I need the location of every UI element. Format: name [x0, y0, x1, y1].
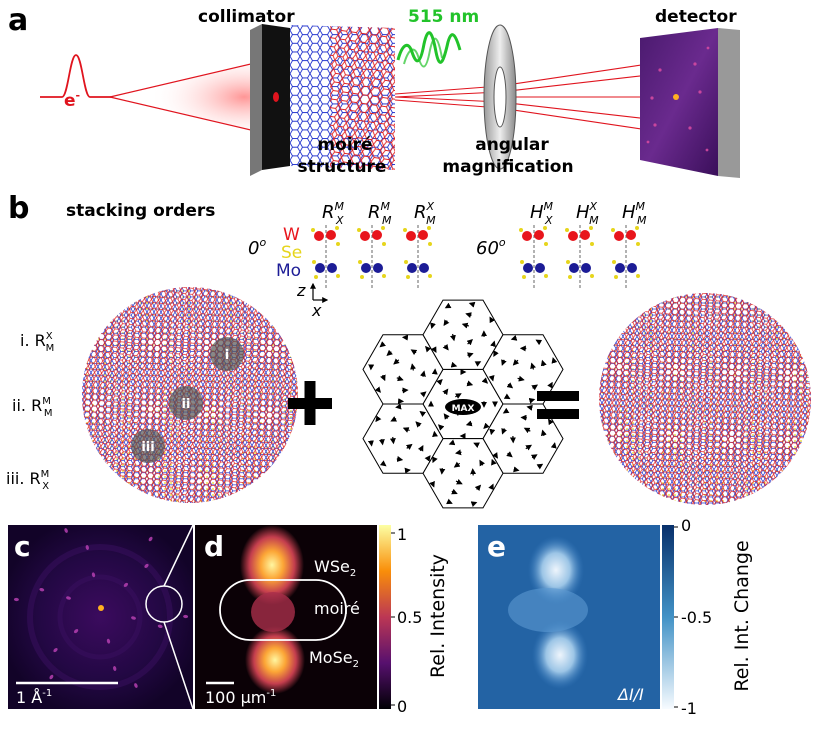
delta-label: ΔI/I [616, 685, 644, 704]
moire-label-2: structure [298, 157, 387, 177]
detector-label: detector [655, 7, 737, 27]
angle-60-label: 60o [476, 236, 506, 259]
colorbar-e-tick-1: -1 [681, 699, 697, 718]
detector-back [718, 28, 740, 178]
colorbar-e-tick-0: 0 [681, 516, 691, 535]
region-marker-label-ii: ii [182, 397, 191, 412]
zx-axes: z x [296, 281, 327, 320]
panel-a: a e- collimator moiré structure 515 nm [8, 3, 740, 178]
electron-beam-cone [110, 60, 268, 134]
se-atom-label: Se [281, 243, 302, 263]
central-beam-spot [98, 605, 104, 611]
moire-label-1: moiré [317, 135, 372, 155]
colorbar-d-tick-0: 0 [397, 697, 407, 716]
collimator-label: collimator [198, 7, 295, 27]
stack-icon-0 [311, 225, 340, 288]
laser-label: 515 nm [408, 7, 479, 27]
mose2-label: MoSe2 [309, 648, 359, 670]
scattered-beams [395, 60, 675, 134]
panel-d-letter: d [204, 530, 224, 563]
colorbar-d-label: Rel. Intensity [427, 554, 449, 678]
mo-atom-label: Mo [276, 261, 301, 281]
panel-c-letter: c [14, 530, 31, 563]
colorbar-e [662, 525, 674, 709]
x-axis-label: x [311, 301, 322, 320]
collimator-plate [250, 24, 262, 176]
panel-e-letter: e [487, 530, 506, 563]
moire-label-d: moiré [314, 599, 360, 618]
angular-label-1: angular [475, 135, 549, 155]
angular-label-2: magnification [442, 157, 573, 177]
right-moire-disk [597, 291, 811, 507]
max-badge: MAX [445, 399, 481, 415]
colorbar-d-tick-1: 1 [397, 525, 407, 544]
panel-d: d WSe2 moiré MoSe2 100 μm-1 1 0.5 0 Rel.… [195, 525, 449, 716]
stack-icon-3 [519, 225, 548, 288]
scale-label-d: 100 μm-1 [205, 688, 276, 707]
panel-a-letter: a [8, 3, 28, 38]
colorbar-e-label: Rel. Int. Change [731, 540, 753, 691]
stacking-orders-title: stacking orders [66, 201, 215, 221]
stack-icon-4 [565, 225, 594, 288]
stack-icon-5 [611, 225, 640, 288]
diffraction-image [8, 525, 193, 709]
max-label: MAX [452, 404, 475, 414]
electron-label: e- [64, 89, 80, 111]
colorbar-d [379, 525, 391, 709]
colorbar-d-tick-05: 0.5 [397, 608, 422, 627]
detector-screen [640, 28, 718, 176]
angle-0-label: 0o [248, 236, 266, 259]
panel-e: e ΔI/I 0 -0.5 -1 Rel. Int. Change [478, 516, 753, 718]
z-axis-label: z [296, 281, 306, 300]
stack-icon-2 [403, 225, 432, 288]
region-marker-label-iii: iii [141, 440, 154, 455]
stack-icon-1 [357, 225, 386, 288]
collimator-aperture [273, 92, 279, 102]
w-atom-label: W [283, 225, 300, 245]
colorbar-e-tick-05: -0.5 [681, 608, 712, 627]
panel-c: c 1 Å-1 [8, 525, 193, 709]
detector-center-spot [673, 94, 679, 100]
panel-b-letter: b [8, 191, 29, 226]
region-marker-label-i: i [225, 348, 229, 363]
